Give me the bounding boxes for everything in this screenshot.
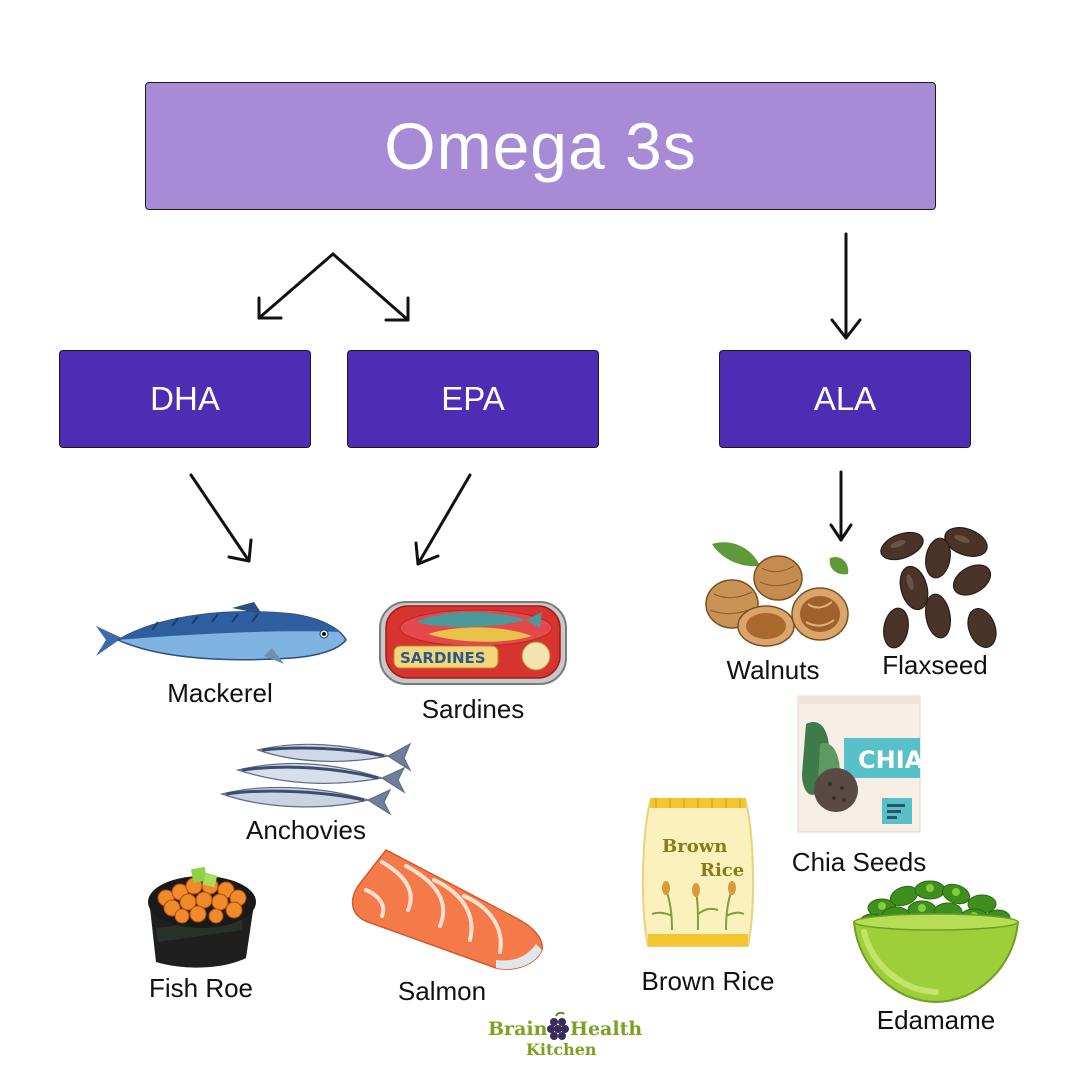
brown-rice-bag-illustration: Brown Rice bbox=[641, 798, 755, 947]
ala-box: ALA bbox=[719, 350, 971, 448]
fish-roe-illustration bbox=[148, 866, 256, 968]
chia-seeds-bag-illustration: CHIA bbox=[797, 695, 924, 833]
rice-bag-text-line1: Brown bbox=[662, 836, 727, 857]
anchovies-label: Anchovies bbox=[246, 815, 366, 845]
arrow-epa-to-fish bbox=[414, 473, 472, 566]
epa-label: EPA bbox=[441, 380, 505, 417]
chia-seeds-label: Chia Seeds bbox=[791, 847, 927, 877]
walnuts-illustration bbox=[705, 542, 849, 647]
walnuts-label: Walnuts bbox=[726, 655, 820, 685]
edamame-bowl-illustration bbox=[852, 880, 1020, 1004]
mackerel-illustration bbox=[96, 602, 347, 664]
omega-3s-box: Omega 3s bbox=[145, 82, 936, 210]
logo-word-brain: Brain bbox=[488, 1018, 548, 1040]
logo-word-health: Health bbox=[570, 1018, 643, 1040]
epa-box: EPA bbox=[347, 350, 599, 448]
arrow-dha-to-fish bbox=[189, 473, 253, 563]
brain-health-kitchen-logo: Brain Health Kitchen bbox=[488, 1010, 648, 1062]
arrow-root-to-dha bbox=[257, 252, 335, 320]
anchovies-illustration bbox=[219, 742, 412, 816]
salmon-label: Salmon bbox=[397, 976, 487, 1006]
sardines-label: Sardines bbox=[421, 694, 525, 724]
omega-3s-label: Omega 3s bbox=[384, 109, 697, 183]
rice-bag-text-line2: Rice bbox=[700, 860, 744, 881]
arrow-ala-to-plants bbox=[829, 470, 853, 542]
arrow-root-to-epa bbox=[331, 252, 410, 322]
edamame-label: Edamame bbox=[876, 1005, 996, 1035]
logo-word-kitchen: Kitchen bbox=[526, 1040, 597, 1059]
mackerel-label: Mackerel bbox=[167, 678, 273, 708]
arrow-root-to-ala bbox=[830, 232, 862, 340]
flaxseed-label: Flaxseed bbox=[882, 650, 988, 680]
blackberry-icon bbox=[547, 1012, 569, 1040]
brown-rice-label: Brown Rice bbox=[641, 966, 775, 996]
fish-roe-label: Fish Roe bbox=[148, 973, 254, 1003]
flaxseed-illustration bbox=[880, 527, 997, 649]
dha-label: DHA bbox=[150, 380, 220, 417]
chia-bag-text: CHIA bbox=[858, 746, 924, 774]
dha-box: DHA bbox=[59, 350, 311, 448]
ala-label: ALA bbox=[813, 380, 877, 417]
salmon-illustration bbox=[351, 849, 543, 970]
sardines-can-illustration: SARDINES bbox=[379, 601, 567, 685]
sardines-can-text: SARDINES bbox=[400, 649, 486, 667]
